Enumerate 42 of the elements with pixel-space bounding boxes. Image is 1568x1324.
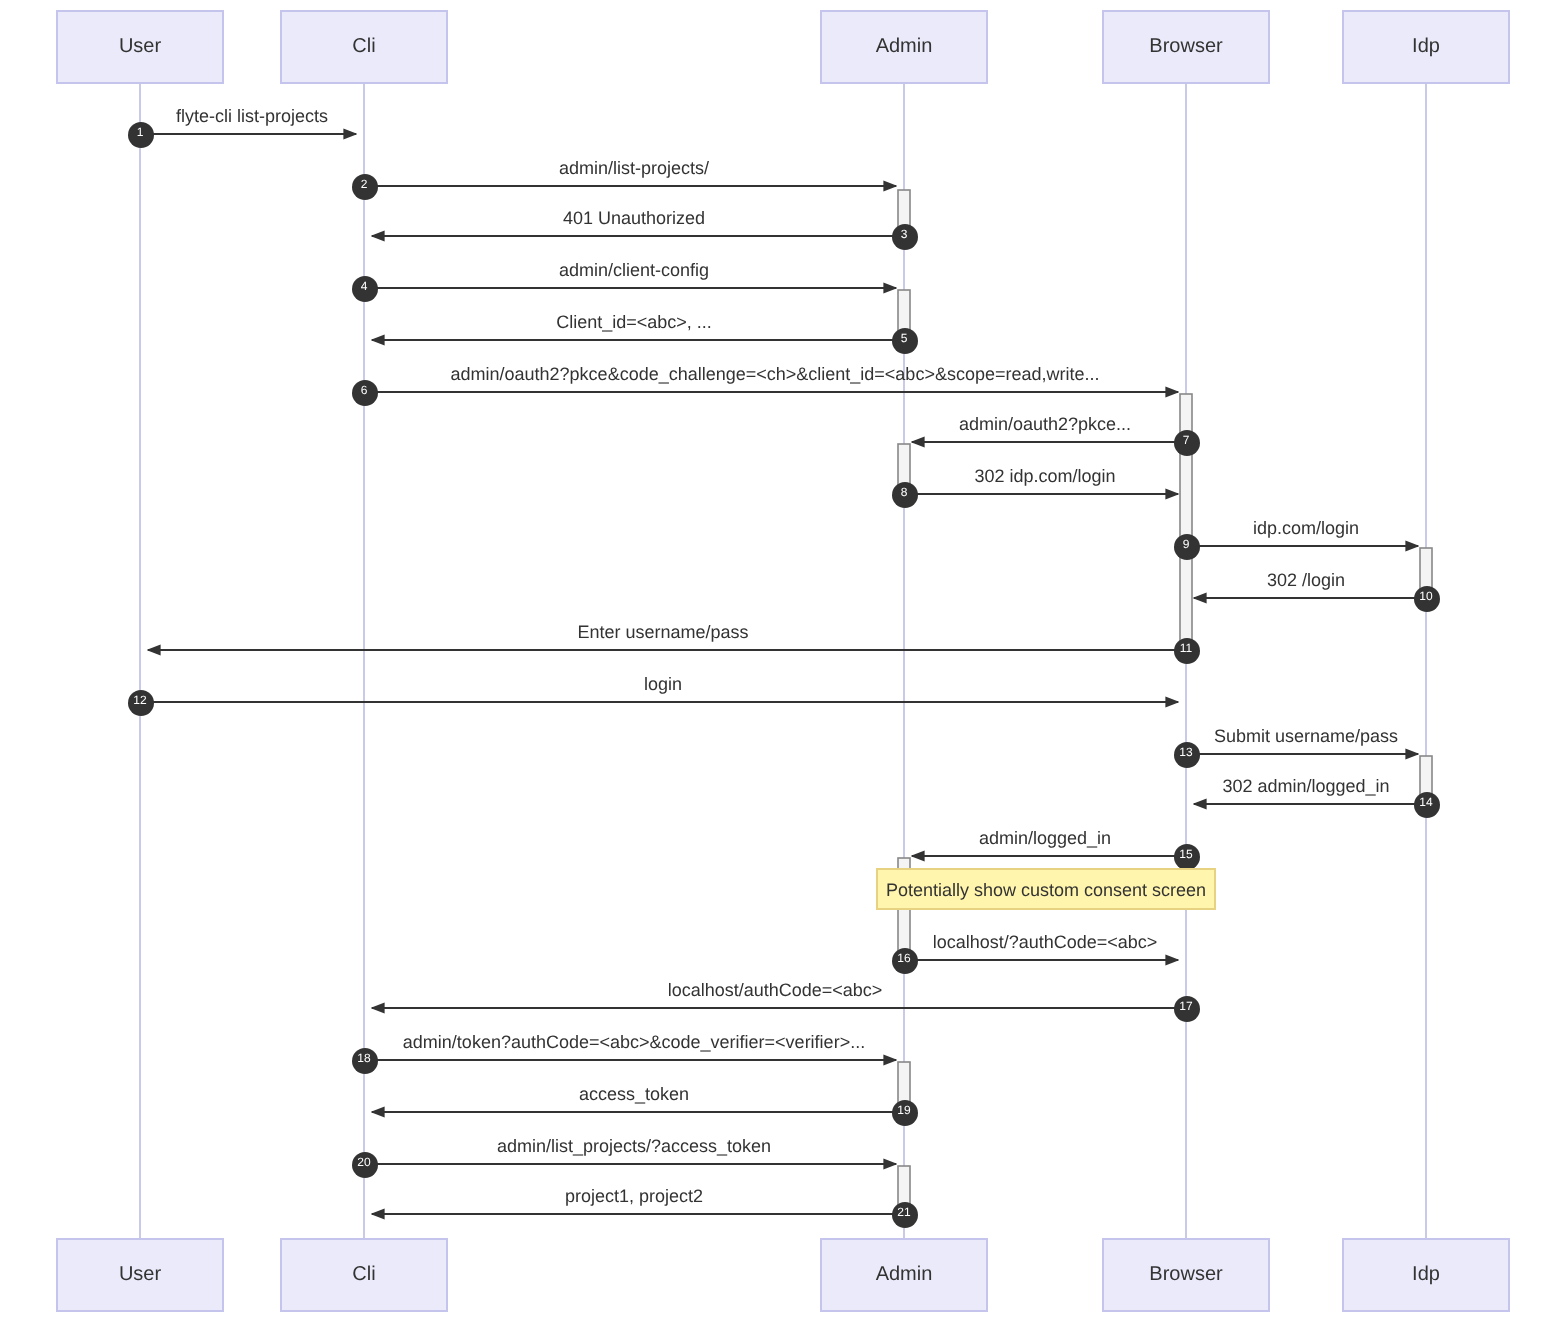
message-arrow [370,334,897,346]
message-arrow [370,1106,897,1118]
message-arrow [370,1208,897,1220]
edge-label: Enter username/pass [577,622,749,644]
edge-label: admin/token?authCode=<abc>&code_verifier=<verifier>... [402,1032,866,1054]
message-arrow [910,850,1179,862]
edge-label: admin/client-config [558,260,710,282]
message-arrow [1192,798,1419,810]
participant-box: Idp [1342,1238,1510,1312]
participant-box: Idp [1342,10,1510,84]
participant-box: User [56,10,224,84]
edge-label: admin/oauth2?pkce&code_challenge=<ch>&client_id=<abc>&scope=read,write... [450,364,1100,386]
edge-label: 302 admin/logged_in [1222,776,1390,798]
edge-label: 302 /login [1266,570,1346,592]
edge-label: admin/oauth2?pkce... [958,414,1132,436]
message-arrow [146,644,1179,656]
edge-label: access_token [578,1084,690,1106]
message-arrow [1192,592,1419,604]
edge-label: localhost/?authCode=<abc> [932,932,1158,954]
message-arrow [910,436,1179,448]
edge-label: idp.com/login [1252,518,1360,540]
edge-label: Client_id=<abc>, ... [556,312,712,334]
message-arrow [370,230,897,242]
participant-box: User [56,1238,224,1312]
message-arrow [370,1002,1179,1014]
note-box: Potentially show custom consent screen [876,868,1216,910]
participant-box: Browser [1102,10,1270,84]
edge-label: admin/logged_in [978,828,1112,850]
edge-label: admin/list-projects/ [558,158,710,180]
edge-label: Submit username/pass [1213,726,1399,748]
participant-box: Cli [280,1238,448,1312]
edge-label: login [644,674,682,696]
participant-box: Admin [820,1238,988,1312]
participant-box: Cli [280,10,448,84]
participant-box: Admin [820,10,988,84]
edge-label: 302 idp.com/login [974,466,1116,488]
edge-label: flyte-cli list-projects [176,106,328,128]
edge-label: localhost/authCode=<abc> [667,980,883,1002]
edge-label: 401 Unauthorized [562,208,706,230]
edge-label: admin/list_projects/?access_token [496,1136,772,1158]
edge-label: project1, project2 [564,1186,704,1208]
participant-box: Browser [1102,1238,1270,1312]
